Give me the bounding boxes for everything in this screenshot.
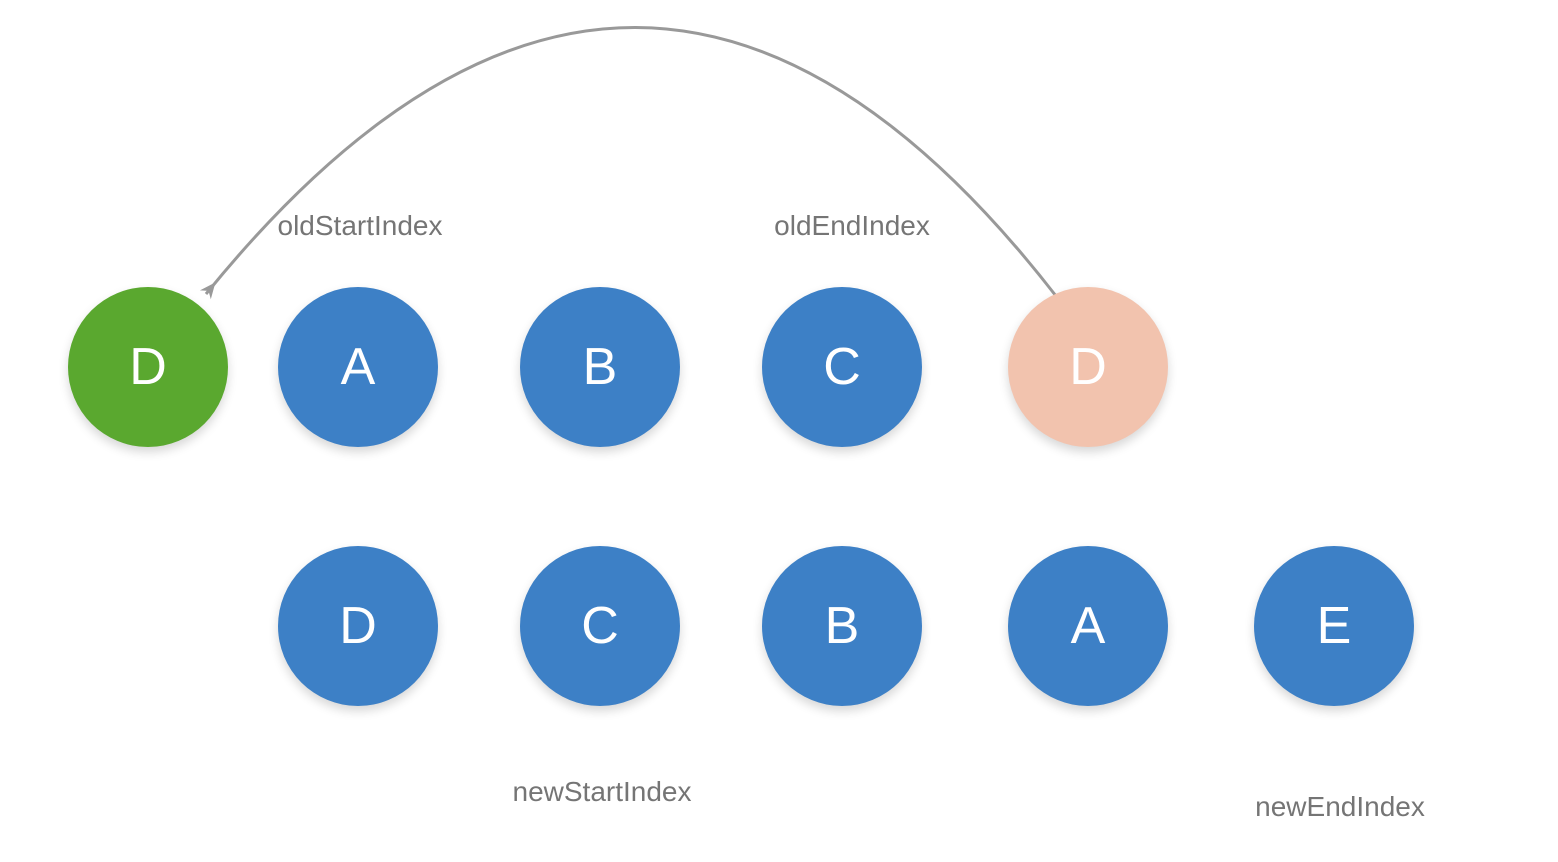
node-new-4-e: E bbox=[1254, 546, 1414, 706]
node-new-3-a: A bbox=[1008, 546, 1168, 706]
node-letter: A bbox=[340, 338, 376, 396]
node-letter: C bbox=[581, 597, 619, 655]
node-letter: E bbox=[1316, 597, 1352, 655]
node-new-1-c: C bbox=[520, 546, 680, 706]
node-new-0-d: D bbox=[278, 546, 438, 706]
label-new-end-index: newEndIndex bbox=[1255, 791, 1425, 822]
node-letter: A bbox=[1070, 597, 1106, 655]
move-arrow-path bbox=[199, 26, 1058, 300]
node-old-2-b: B bbox=[520, 287, 680, 447]
node-letter: D bbox=[129, 338, 167, 396]
node-letter: D bbox=[339, 597, 377, 655]
label-old-start-index: oldStartIndex bbox=[277, 210, 443, 241]
node-old-0-moved-d: D bbox=[68, 287, 228, 447]
label-new-start-index: newStartIndex bbox=[512, 776, 692, 807]
node-letter: C bbox=[823, 338, 861, 396]
label-old-end-index: oldEndIndex bbox=[774, 210, 930, 241]
node-letter: D bbox=[1069, 338, 1107, 396]
node-new-2-b: B bbox=[762, 546, 922, 706]
node-letter: B bbox=[824, 597, 860, 655]
node-old-3-c: C bbox=[762, 287, 922, 447]
node-old-4-d-source: D bbox=[1008, 287, 1168, 447]
node-old-1-a: A bbox=[278, 287, 438, 447]
node-letter: B bbox=[582, 338, 618, 396]
